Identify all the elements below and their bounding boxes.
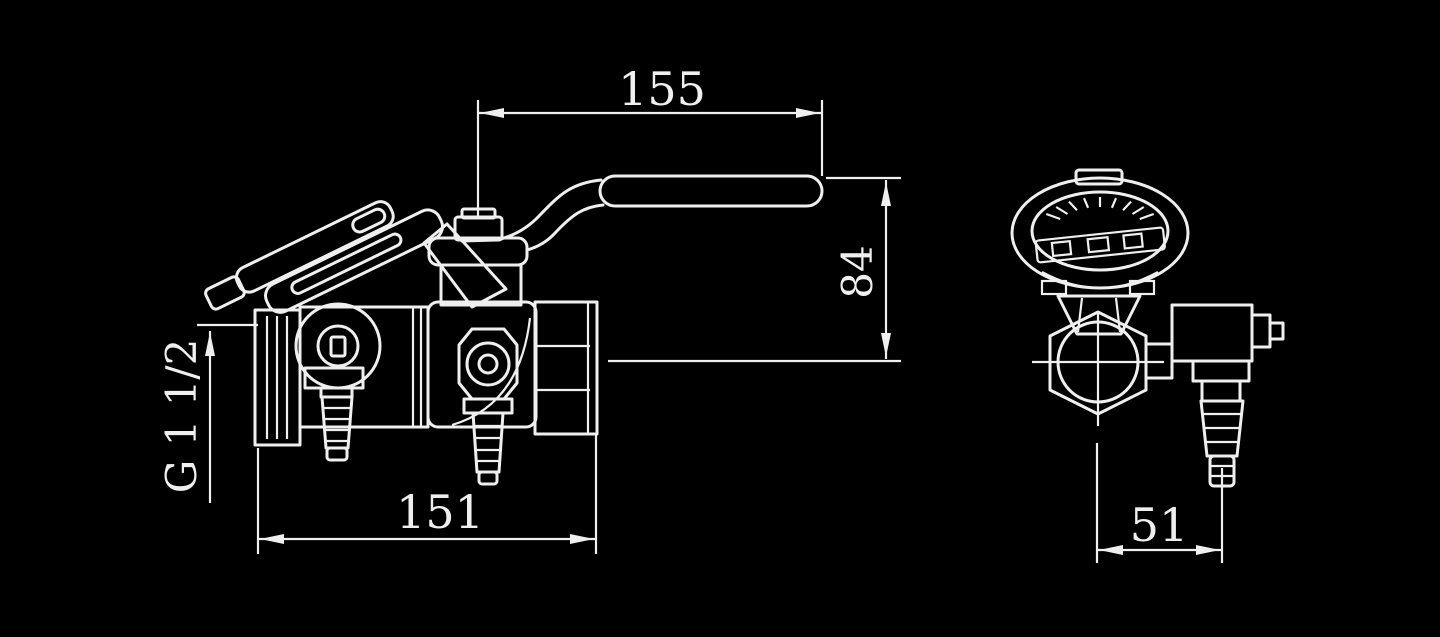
pressure-gauge — [1010, 168, 1190, 336]
dim-label-155: 155 — [618, 62, 706, 116]
vent-cartridge-body — [264, 208, 445, 314]
gauge-cone-neck — [1056, 294, 1142, 336]
vent-cartridge-slot — [290, 232, 403, 295]
gauge-dial — [1030, 190, 1170, 272]
outlet-hex-coupling — [533, 300, 599, 436]
dimension-g112: G 1 1/2 — [157, 323, 258, 503]
center-drain-valve — [457, 327, 519, 486]
drain-body — [1170, 303, 1254, 363]
gauge-scale-band — [1034, 226, 1166, 264]
stem-and-handle — [427, 174, 824, 307]
gauge-top-tab — [1074, 168, 1124, 186]
vent-cap-window — [351, 207, 387, 234]
arrowhead-up — [205, 332, 215, 356]
dimension-84: 84 — [608, 176, 901, 363]
arrowhead-down — [881, 333, 891, 357]
drain-cap — [1250, 313, 1272, 349]
dim-label-151: 151 — [396, 485, 484, 539]
barb-tip — [325, 446, 349, 462]
gauge-foot — [1040, 279, 1068, 296]
dimension-51: 51 — [1095, 443, 1224, 563]
vent-cartridge-cap — [234, 200, 395, 294]
drain-neck-upper — [1191, 359, 1251, 383]
dimension-155: 155 — [476, 62, 824, 217]
handle-base-plate — [427, 236, 529, 267]
test-plug-knob — [294, 302, 382, 390]
ball-passage-arc — [451, 317, 532, 427]
arrowhead-left — [1099, 545, 1123, 555]
arrowhead-right — [796, 108, 820, 118]
arrowhead-up — [881, 182, 891, 206]
side-barb-taper — [1199, 399, 1245, 458]
drain-barb-taper — [471, 411, 505, 474]
dim-label-thread: G 1 1/2 — [157, 339, 206, 494]
gauge-lower-rim — [1041, 271, 1159, 290]
gauge-tick-marks — [1045, 197, 1155, 221]
arrowhead-left — [480, 108, 504, 118]
side-hex-body — [1032, 310, 1164, 426]
dim-label-51: 51 — [1130, 498, 1189, 552]
cone-line — [1114, 297, 1122, 333]
drain-cap-tab — [1268, 321, 1285, 341]
knob-slot — [329, 335, 347, 358]
side-drain-valve — [1144, 303, 1285, 488]
front-view — [204, 174, 824, 486]
drain-barb-tip — [477, 470, 499, 486]
side-view — [1010, 168, 1285, 488]
lever-arm-top-edge — [460, 178, 603, 243]
arrowhead-right — [570, 534, 594, 544]
knob-outer-circle — [294, 302, 382, 390]
vent-cap-nipple — [204, 275, 246, 311]
drain-neck-lower — [1200, 379, 1242, 403]
vent-neck — [422, 222, 508, 309]
left-hose-barb — [319, 386, 354, 462]
drain-hex-flange — [457, 327, 519, 401]
dimension-151: 151 — [256, 434, 598, 554]
drain-circle-inner — [477, 353, 499, 375]
knob-inner-circle — [316, 324, 360, 368]
lever-arm-bottom-edge — [525, 203, 605, 252]
drain-circle-outer — [465, 341, 511, 387]
lever-grip — [598, 174, 824, 208]
bonnet — [439, 263, 523, 307]
dim-label-84: 84 — [833, 245, 882, 298]
barb-taper — [320, 395, 354, 450]
gauge-foot — [1128, 279, 1156, 296]
arrowhead-right — [1196, 545, 1220, 555]
arrowhead-left — [260, 534, 284, 544]
vent-cartridge — [204, 200, 445, 314]
